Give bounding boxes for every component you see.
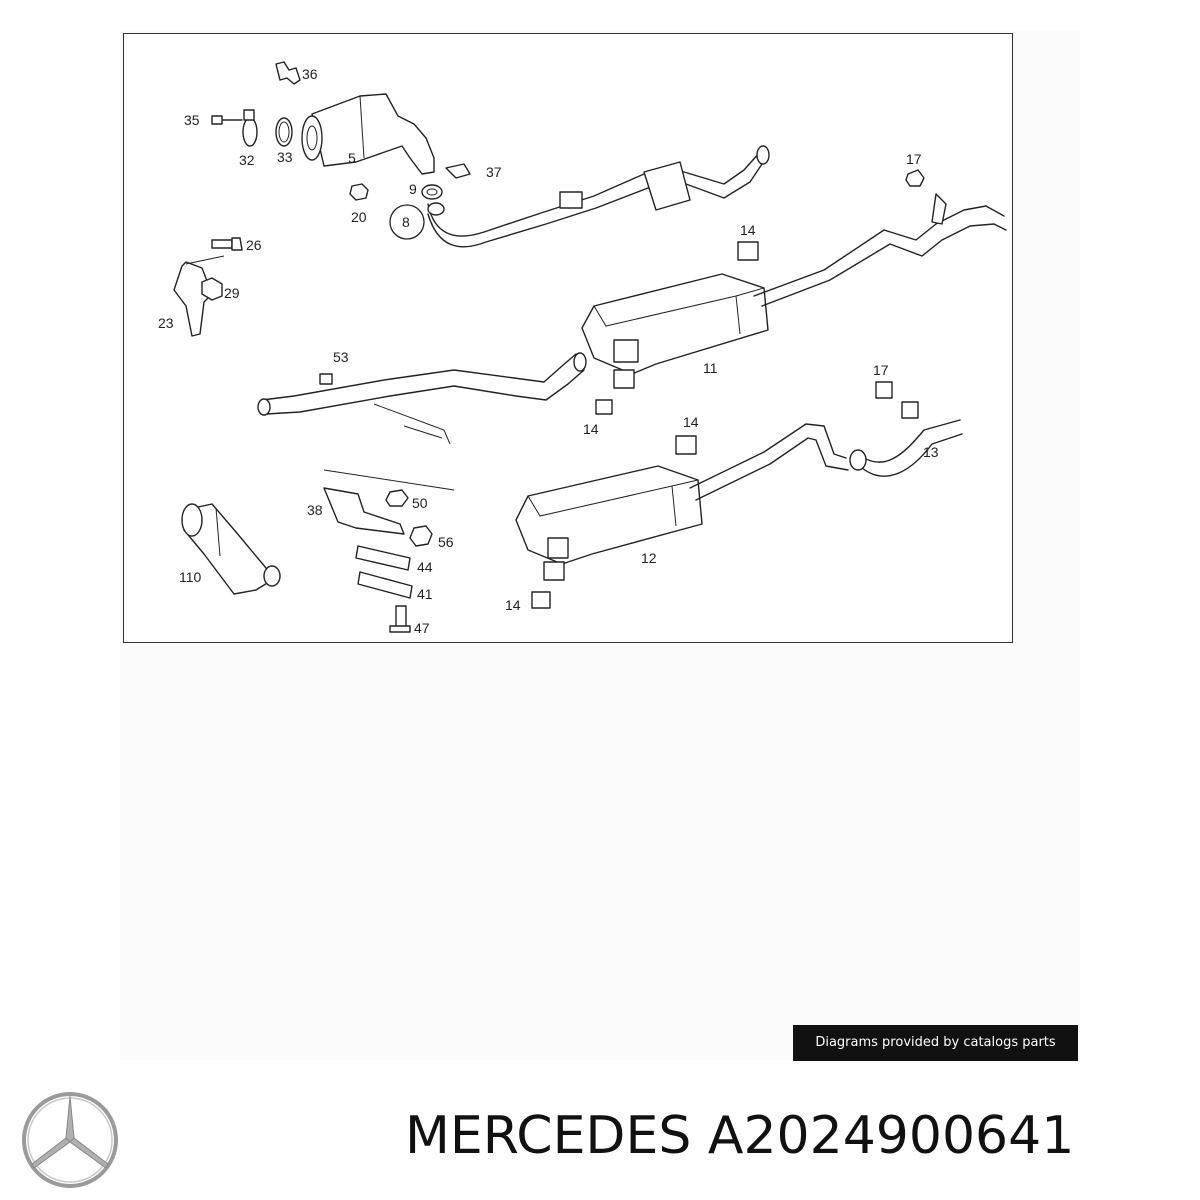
label-29: 29 bbox=[224, 285, 240, 301]
brand-name: MERCEDES bbox=[405, 1106, 692, 1166]
part-number: A2024900641 bbox=[707, 1106, 1075, 1166]
label-50: 50 bbox=[412, 495, 428, 511]
label-33: 33 bbox=[277, 149, 293, 165]
exhaust-system-drawing: 36 35 32 33 5 37 9 20 8 17 14 26 29 23 5… bbox=[158, 61, 1007, 636]
part-title: MERCEDES A2024900641 bbox=[405, 1106, 1195, 1166]
clamp-36-part bbox=[275, 61, 301, 85]
label-47: 47 bbox=[414, 620, 430, 636]
label-38: 38 bbox=[307, 502, 323, 518]
label-5: 5 bbox=[348, 150, 356, 166]
label-14-top: 14 bbox=[740, 222, 756, 238]
bolt-35-part bbox=[211, 115, 243, 125]
label-32: 32 bbox=[239, 152, 255, 168]
label-53: 53 bbox=[333, 349, 349, 365]
bracket-23-part bbox=[173, 237, 243, 337]
callout-circle bbox=[389, 204, 425, 240]
label-8: 8 bbox=[402, 214, 410, 230]
front-pipe-8-part bbox=[427, 145, 770, 248]
label-11: 11 bbox=[703, 360, 718, 376]
muffler-11-part bbox=[581, 193, 1007, 389]
muffler-12-part bbox=[515, 423, 849, 609]
label-23: 23 bbox=[158, 315, 174, 331]
label-14-bottom: 14 bbox=[505, 597, 521, 613]
ring-33-part bbox=[275, 117, 293, 147]
label-12: 12 bbox=[641, 550, 657, 566]
exhaust-diagram: 36 35 32 33 5 37 9 20 8 17 14 26 29 23 5… bbox=[123, 33, 1013, 643]
label-14-mid-right: 14 bbox=[683, 414, 699, 430]
nut-20-part bbox=[349, 183, 369, 201]
label-56: 56 bbox=[438, 534, 454, 550]
clamp-32-part bbox=[242, 109, 258, 147]
label-36: 36 bbox=[302, 66, 318, 82]
label-20: 20 bbox=[351, 209, 367, 225]
mercedes-star-icon bbox=[22, 1092, 118, 1188]
label-17-top: 17 bbox=[906, 151, 922, 167]
label-35: 35 bbox=[184, 112, 200, 128]
middle-pipe-53-part bbox=[257, 352, 587, 445]
label-14-mid-left: 14 bbox=[583, 421, 599, 437]
label-26: 26 bbox=[246, 237, 262, 253]
label-44: 44 bbox=[417, 559, 433, 575]
label-13: 13 bbox=[923, 444, 939, 460]
mount-assembly-part bbox=[323, 469, 455, 633]
label-37: 37 bbox=[486, 164, 502, 180]
rubber-14-part bbox=[595, 381, 919, 455]
catalog-credit-badge: Diagrams provided by catalogs parts bbox=[793, 1025, 1078, 1061]
hanger-17-part bbox=[905, 169, 925, 187]
label-9: 9 bbox=[409, 181, 417, 197]
tail-pipe-13-part bbox=[849, 419, 963, 477]
label-41: 41 bbox=[417, 586, 433, 602]
particulate-filter-110-part bbox=[181, 503, 281, 595]
gasket-9-part bbox=[421, 184, 443, 200]
label-110: 110 bbox=[179, 569, 202, 585]
clip-37-part bbox=[445, 163, 471, 179]
label-17-mid: 17 bbox=[873, 362, 889, 378]
converter-5-part bbox=[301, 93, 435, 175]
